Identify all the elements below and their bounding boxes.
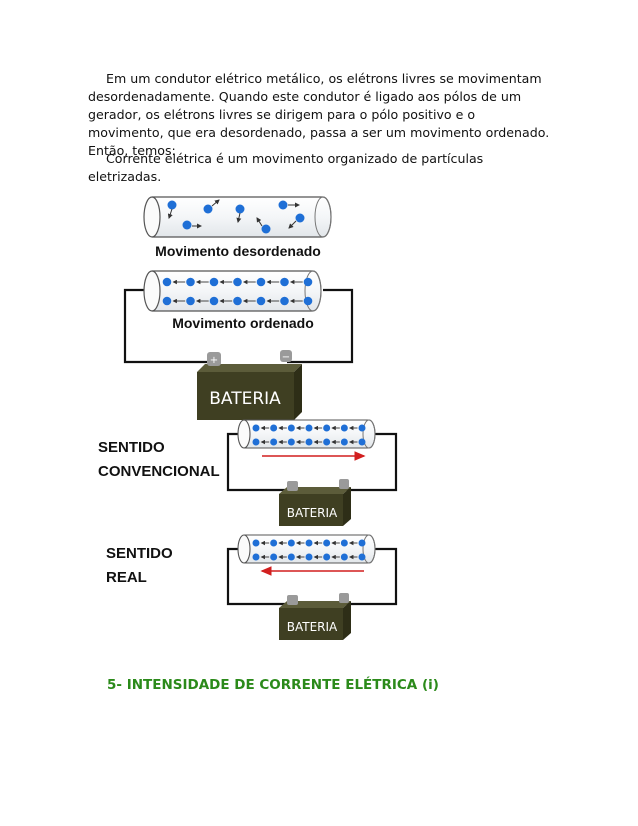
electron: [252, 539, 260, 547]
electron: [252, 438, 260, 446]
electron: [303, 296, 313, 306]
electron: [358, 553, 366, 561]
conventional-label-line1: SENTIDO: [98, 439, 165, 456]
battery-label: BATERIA: [287, 506, 338, 520]
electron: [358, 424, 366, 432]
plus-sign: +: [210, 355, 218, 366]
electron: [252, 553, 260, 561]
electron: [323, 438, 331, 446]
electron: [256, 296, 266, 306]
electron: [358, 438, 366, 446]
circuit-conventional: [226, 419, 398, 492]
electron: [340, 424, 348, 432]
text-line: desordenadamente. Quando este condutor é…: [88, 89, 522, 104]
text-line: Então, temos:: [88, 143, 176, 158]
electron: [340, 553, 348, 561]
electron: [303, 277, 313, 287]
electron: [305, 438, 313, 446]
battery-real: BATERIA: [279, 593, 351, 640]
electron: [340, 438, 348, 446]
real-label-line2: REAL: [106, 569, 147, 586]
electron: [186, 277, 195, 287]
electron: [323, 424, 331, 432]
electron: [287, 553, 295, 561]
electron: [209, 296, 219, 306]
electron: [280, 296, 289, 306]
electron: [270, 424, 278, 432]
electron: [162, 296, 172, 306]
intro-paragraph: Em um condutor elétrico metálico, os elé…: [88, 70, 550, 160]
battery-label: BATERIA: [287, 620, 338, 634]
battery-large: + − BATERIA: [197, 350, 302, 420]
text-line: movimento, que era desordenado, passa a …: [88, 125, 550, 140]
electron: [270, 553, 278, 561]
electron: [305, 553, 313, 561]
electrons-real: [252, 539, 366, 561]
conventional-label-line2: CONVENCIONAL: [98, 463, 220, 480]
electrons-disordered: [167, 199, 305, 234]
electron: [162, 277, 172, 287]
electron: [287, 539, 295, 547]
definition-paragraph: Corrente elétrica é um movimento organiz…: [88, 150, 550, 186]
text-line: gerador, os elétrons livres se dirigem p…: [88, 107, 476, 122]
text-line: Corrente elétrica é um movimento organiz…: [106, 151, 484, 166]
section-heading: 5- INTENSIDADE DE CORRENTE ELÉTRICA (i): [107, 677, 439, 693]
electron: [270, 539, 278, 547]
electron: [323, 539, 331, 547]
battery-label: BATERIA: [209, 389, 281, 409]
circuit-ordered: [123, 270, 354, 364]
electron: [287, 424, 295, 432]
electron: [280, 277, 289, 287]
electrons-ordered: [162, 277, 313, 306]
electron: [256, 277, 266, 287]
label-disordered: Movimento desordenado: [155, 243, 321, 259]
electron: [287, 438, 295, 446]
label-ordered: Movimento ordenado: [172, 315, 314, 331]
real-label-line1: SENTIDO: [106, 545, 173, 562]
electron: [186, 296, 195, 306]
electron: [323, 553, 331, 561]
electron: [358, 539, 366, 547]
minus-sign: −: [282, 352, 290, 363]
electron: [305, 539, 313, 547]
battery-conventional: BATERIA: [279, 479, 351, 526]
text-line: Em um condutor elétrico metálico, os elé…: [106, 71, 542, 86]
text-line: eletrizadas.: [88, 169, 162, 184]
electron: [209, 277, 219, 287]
tube-disordered: [143, 196, 332, 238]
electron: [233, 277, 242, 287]
electron: [233, 296, 242, 306]
circuit-real: [226, 534, 398, 606]
electron: [252, 424, 260, 432]
electron: [340, 539, 348, 547]
electrons-conventional: [252, 424, 366, 446]
electron: [270, 438, 278, 446]
electron: [305, 424, 313, 432]
